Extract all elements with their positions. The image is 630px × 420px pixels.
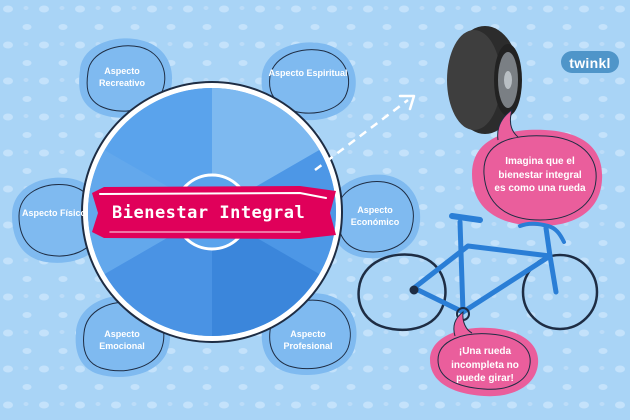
diagram-title: Bienestar Integral [112, 203, 306, 223]
bubble-top-text: Imagina que el bienestar integral es com… [494, 156, 586, 194]
bubble-top-shape [472, 108, 603, 226]
bubble-bottom-text: ¡Una rueda incompleta no puede girar! [451, 346, 519, 384]
twinkl-logo: twinkl [569, 55, 611, 71]
aspect-label-fisico: Aspecto Físico [21, 208, 86, 218]
aspect-label-espiritual: Aspecto Espiritual [268, 68, 348, 78]
aspect-label-profesional: Aspecto Profesional [283, 329, 333, 351]
aspect-economico-blob [330, 174, 421, 259]
logo-badge [561, 51, 619, 73]
title-banner [92, 186, 336, 239]
aspect-label-economico: Aspecto Económico [350, 205, 400, 227]
bubble-bottom-shape [430, 310, 539, 397]
tire-illustration [447, 26, 522, 134]
bicycle-illustration [357, 213, 599, 332]
aspect-label-recreativo: Aspecto Recreativo [98, 66, 146, 88]
dashed-arrow [314, 94, 416, 171]
aspect-label-emocional: Aspecto Emocional [99, 329, 145, 351]
